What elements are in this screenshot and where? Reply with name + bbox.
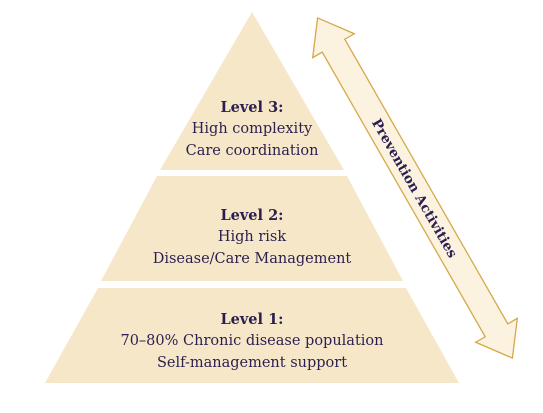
pyramid-tier-level-1 [45,288,459,383]
pyramid-tier-level-2 [101,176,403,281]
level-1-line-2: Self-management support [157,355,347,371]
prevention-activities-label: Prevention Activities [368,116,460,261]
level-1-title: Level 1: [220,311,283,328]
level-1-label: Level 1: 70–80% Chronic disease populati… [120,311,383,371]
level-3-line-1: High complexity [192,121,313,137]
level-3-title: Level 3: [220,99,283,116]
double-arrow-icon [311,16,519,360]
level-3-label: Level 3: High complexity Care coordinati… [186,99,319,159]
level-1-line-1: 70–80% Chronic disease population [120,333,383,349]
level-2-line-2: Disease/Care Management [153,251,352,267]
level-2-title: Level 2: [220,207,283,224]
pyramid-tier-level-3 [160,12,344,170]
level-3-line-2: Care coordination [186,143,319,159]
level-2-label: Level 2: High risk Disease/Care Manageme… [153,207,352,267]
level-2-line-1: High risk [218,229,287,245]
